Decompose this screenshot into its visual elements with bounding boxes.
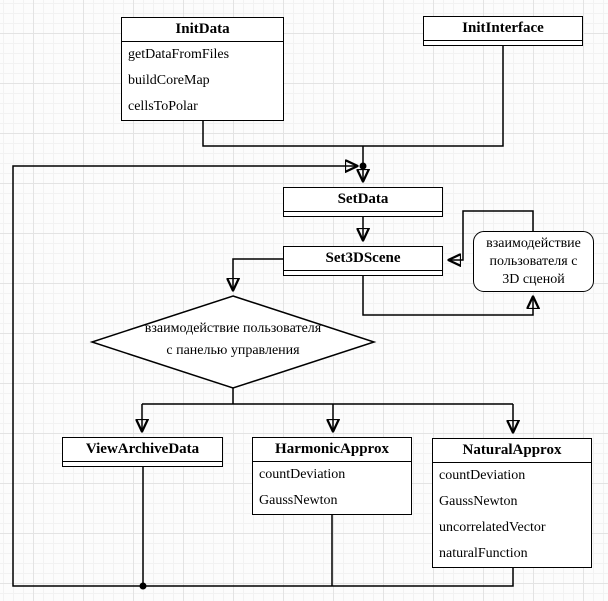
node-natural-approx[interactable]: NaturalApprox countDeviation GaussNewton… [432, 438, 592, 568]
method-row: buildCoreMap [128, 73, 210, 88]
connector-rounded-to-scene [449, 210, 534, 260]
node-harmonic-approx[interactable]: HarmonicApprox countDeviation GaussNewto… [252, 437, 412, 515]
node-natural-approx-title: NaturalApprox [433, 439, 591, 463]
empty-compartment [63, 462, 222, 466]
junction-dot-bottom [139, 582, 147, 590]
node-view-archive-data-title: ViewArchiveData [63, 438, 222, 462]
method-row: countDeviation [259, 467, 346, 482]
node-set-data-title: SetData [284, 188, 442, 212]
node-set-3d-scene-title: Set3DScene [284, 247, 442, 271]
node-init-interface[interactable]: InitInterface [423, 16, 583, 46]
connector-scene-to-rounded [362, 275, 533, 316]
node-init-interface-title: InitInterface [424, 17, 582, 41]
node-user-scene-interaction[interactable]: взаимодействие пользователя с 3D сценой [473, 231, 594, 292]
method-row: getDataFromFiles [128, 47, 230, 62]
node-label-line: взаимодействие пользователя [144, 321, 322, 336]
method-row: GaussNewton [259, 493, 338, 508]
node-label-line: с панелью управления [166, 343, 300, 358]
method-row: naturalFunction [439, 546, 528, 561]
junction-dot-top [359, 162, 367, 170]
connector-diamond-spread [142, 388, 513, 405]
connector-init-merge [202, 44, 504, 147]
connector-bottom-rail-loop [12, 166, 514, 587]
node-init-data[interactable]: InitData getDataFromFiles buildCoreMap c… [121, 17, 284, 121]
empty-compartment [284, 212, 442, 216]
method-row: cellsToPolar [128, 99, 198, 114]
node-label-line: 3D сценой [502, 271, 565, 287]
node-view-archive-data[interactable]: ViewArchiveData [62, 437, 223, 467]
decision-diamond-shape[interactable] [89, 295, 377, 389]
node-harmonic-approx-title: HarmonicApprox [253, 438, 411, 462]
decision-diamond-label: взаимодействие пользователя с панелью уп… [103, 318, 363, 362]
node-label-line: пользователя с [489, 253, 578, 269]
empty-compartment [424, 41, 582, 45]
connector-scene-to-diamond [233, 258, 283, 290]
node-set-data[interactable]: SetData [283, 187, 443, 217]
node-label-line: взаимодействие [486, 235, 581, 251]
method-row: countDeviation [439, 468, 526, 483]
empty-compartment [284, 271, 442, 275]
method-row: uncorrelatedVector [439, 520, 546, 535]
node-init-data-title: InitData [122, 18, 283, 42]
node-set-3d-scene[interactable]: Set3DScene [283, 246, 443, 276]
method-row: GaussNewton [439, 494, 518, 509]
